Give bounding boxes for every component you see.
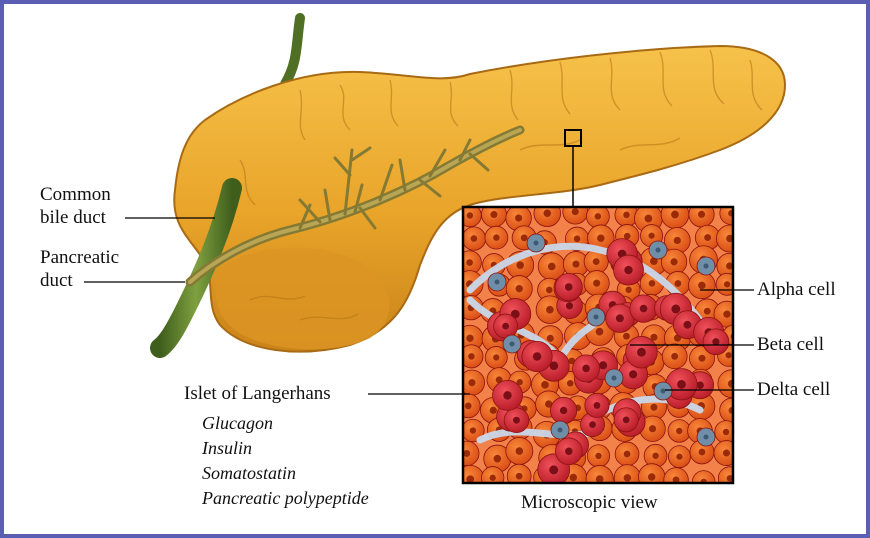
delta-cell	[697, 257, 715, 275]
beta-cell	[626, 336, 658, 368]
alpha-cell	[586, 205, 609, 228]
alpha-cell	[563, 199, 588, 224]
beta-cell	[630, 295, 657, 322]
delta-cell	[503, 335, 521, 353]
alpha-cell	[586, 465, 613, 492]
alpha-cell	[456, 394, 480, 418]
beta-cell	[555, 438, 582, 465]
hormone-glucagon: Glucagon	[202, 412, 273, 434]
delta-cell	[551, 421, 569, 439]
alpha-cell	[714, 441, 739, 466]
delta-cell	[649, 241, 667, 259]
label-beta-cell: Beta cell	[757, 334, 824, 356]
alpha-cell	[720, 202, 743, 225]
delta-cell	[605, 369, 623, 387]
label-alpha-cell: Alpha cell	[757, 279, 836, 301]
microscopic-panel	[454, 199, 745, 493]
beta-cell	[573, 355, 600, 382]
alpha-cell	[534, 200, 561, 227]
delta-cell	[587, 308, 605, 326]
beta-cell	[550, 397, 576, 423]
alpha-cell	[614, 465, 640, 491]
alpha-cell	[638, 464, 665, 491]
alpha-cell	[664, 468, 689, 493]
alpha-cell	[584, 271, 609, 296]
label-pancreatic-duct-line2: duct	[40, 270, 73, 292]
alpha-cell	[661, 201, 689, 229]
alpha-cell	[485, 346, 507, 368]
alpha-cell	[481, 467, 503, 489]
alpha-cell	[668, 446, 690, 468]
delta-cell	[654, 382, 672, 400]
alpha-cell	[644, 444, 667, 467]
hormone-insulin: Insulin	[202, 437, 252, 459]
beta-cell	[555, 273, 582, 300]
bile-duct-upper	[285, 18, 300, 84]
alpha-cell	[718, 467, 741, 490]
hormone-pancreatic-polypeptide: Pancreatic polypeptide	[202, 487, 369, 509]
alpha-cell	[716, 225, 743, 252]
alpha-cell	[668, 420, 691, 443]
beta-cell	[614, 408, 638, 432]
label-pancreatic-duct-line1: Pancreatic	[40, 247, 119, 269]
beta-cell	[585, 393, 609, 417]
label-common-bile-duct-line2: bile duct	[40, 207, 106, 229]
alpha-cell	[615, 442, 639, 466]
label-delta-cell: Delta cell	[757, 379, 830, 401]
beta-cell	[522, 341, 552, 371]
alpha-cell	[716, 273, 738, 295]
alpha-cell	[587, 445, 609, 467]
beta-cell	[494, 314, 518, 338]
alpha-cell	[507, 464, 531, 488]
beta-cell	[614, 255, 644, 285]
alpha-cell	[485, 226, 508, 249]
alpha-cell	[506, 437, 533, 464]
alpha-cell	[462, 227, 485, 250]
alpha-cell	[689, 202, 714, 227]
alpha-cell	[454, 441, 479, 466]
alpha-cell	[506, 276, 532, 302]
label-islet-of-langerhans: Islet of Langerhans	[184, 383, 331, 405]
delta-cell	[488, 273, 506, 291]
beta-cell	[703, 329, 729, 355]
beta-cell	[504, 408, 529, 433]
label-common-bile-duct-line1: Common	[40, 184, 111, 206]
alpha-cell	[662, 344, 687, 369]
delta-cell	[527, 234, 545, 252]
delta-cell	[697, 428, 715, 446]
beta-cell	[493, 380, 523, 410]
hormone-somatostatin: Somatostatin	[202, 462, 296, 484]
label-microscopic-view: Microscopic view	[521, 492, 658, 514]
alpha-cell	[688, 272, 715, 299]
alpha-cell	[456, 465, 484, 493]
